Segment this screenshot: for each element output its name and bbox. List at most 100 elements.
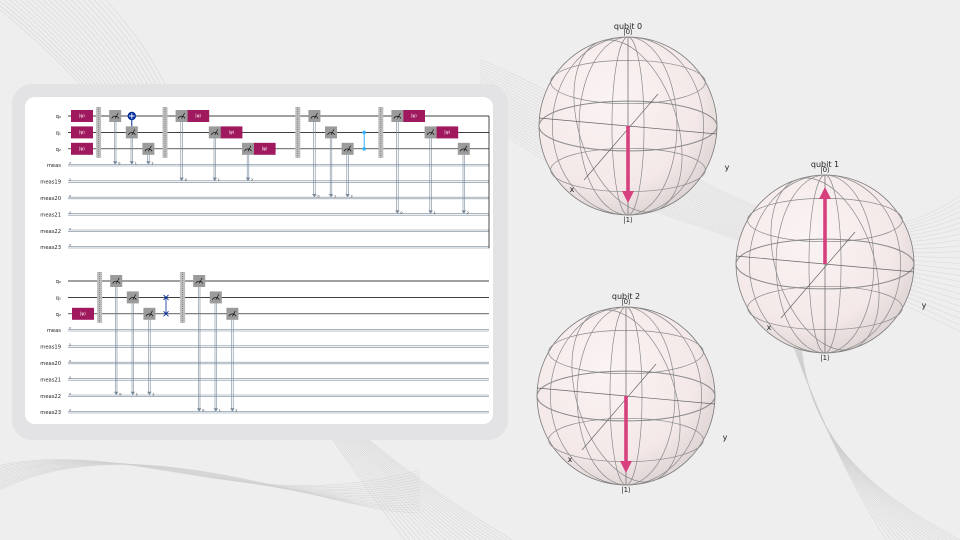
measure-arrow [113,161,118,165]
background-wave-line [0,459,421,488]
ket-zero-label: |0⟩ [623,28,633,36]
y-axis-label: y [725,163,730,172]
measure-meter-needle [215,294,220,301]
wire-label-0: q₀ [56,114,61,120]
wire-label-2: q₂ [56,312,61,318]
measure-meter-arc [211,132,219,136]
measure-bit-index: 0 [202,409,204,413]
measure-meter-arc [212,297,220,301]
barrier [162,107,168,158]
measure-arrow [147,391,152,396]
bloch-title: qubit 0 [614,22,642,31]
measure-meter-arc [129,297,137,301]
background-wave-line [0,464,421,511]
barrier [180,272,186,323]
barrier [378,107,384,158]
bloch-sphere-qubit-1: qubit 1|0⟩|1⟩xy [735,160,927,362]
wire-label-1: q₁ [56,130,61,136]
measure-arrow [146,161,151,165]
wire-label-8: meas23 [40,245,61,251]
measure-meter-needle [314,112,318,119]
measure-meter-needle [463,145,468,152]
state-vector-arrowhead [620,461,632,473]
measure-arrow [230,408,235,412]
classical-bit-count: 3 [69,375,71,379]
background-wave-line [0,459,421,486]
measure-arrow [114,391,119,396]
wire-label-3: meas [47,328,61,334]
classical-bit-count: 3 [69,194,71,198]
measure-bit-index: 2 [235,409,237,413]
background-wave-line [0,461,421,492]
classical-bit-count: 3 [69,343,71,347]
measure-meter-needle [397,112,401,119]
measure-bit-index: 2 [152,392,154,396]
measure-arrow [312,194,317,198]
measure-arrow [179,177,184,182]
measure-bit-index: 1 [219,409,221,413]
measure-arrow [130,391,135,396]
classical-bit-count: 3 [69,359,71,363]
measure-meter-needle [149,310,153,317]
measure-meter-needle [247,145,252,152]
measure-arrow [212,177,217,182]
measure-arrow [345,194,350,198]
ket-one-label: |1⟩ [623,216,633,224]
initialize-gate [71,126,93,139]
measure-meter-arc [177,115,186,119]
wire-label-4: meas19 [40,180,61,186]
initialize-gate-label: |ψ⟩ [80,311,86,316]
x-axis-label: x [767,323,772,332]
measure-meter-arc [426,132,435,136]
initialize-gate-label: |ψ⟩ [195,113,201,118]
background-wave-line [0,460,421,490]
initialize-gate [403,110,425,122]
background-wave-line [0,462,421,500]
measure-meter-arc [310,115,319,119]
circuit-panel: q₀ q₁ q₂ meas meas19 meas20 meas21 meas22 meas23… [12,84,508,440]
ket-one-label: |1⟩ [820,354,830,362]
initialize-gate-label: |ψ⟩ [411,113,417,118]
measure-meter-arc [111,115,119,119]
quantum-circuit-diagram: q₀ q₁ q₂ meas meas19 meas20 meas21 meas22 meas23… [40,107,490,416]
bloch-title: qubit 2 [612,292,640,301]
background-wave-line [0,461,421,493]
initialize-gate [72,307,94,320]
wire-label-5: meas20 [40,196,61,202]
measure-meter-needle [330,129,335,136]
circuit-canvas: q₀ q₁ q₂ meas meas19 meas20 meas21 meas22 meas23… [25,97,493,424]
background-wave-line [0,463,421,502]
initialize-gate [187,110,210,122]
measure-arrow [213,408,218,412]
measure-meter-arc [343,148,352,152]
measure-meter-arc [128,132,136,136]
classical-bit-count: 3 [69,392,71,396]
wire-label-7: meas22 [40,229,61,235]
ket-zero-label: |0⟩ [820,166,830,174]
measure-meter-needle [347,145,351,152]
wire-label-1: q₁ [56,295,61,301]
wire-label-8: meas23 [40,410,61,416]
classical-bit-count: 3 [69,178,71,182]
cz-dot [362,130,367,135]
initialize-gate [71,142,93,155]
measure-meter-needle [115,277,120,284]
measure-meter-arc [195,280,203,284]
ket-zero-label: |0⟩ [621,298,631,306]
wire-label-6: meas21 [40,377,61,383]
measure-meter-needle [148,145,152,152]
measure-meter-arc [327,132,335,136]
measure-meter-needle [132,294,137,301]
classical-bit-count: 3 [69,210,71,214]
swap-cross [163,294,169,301]
wire-label-7: meas22 [40,394,61,400]
x-axis-label: x [570,185,575,194]
measure-bit-index: 2 [151,162,153,166]
wire-label-5: meas20 [40,361,61,367]
bloch-title: qubit 1 [811,160,839,169]
measure-bit-index: 2 [467,211,469,215]
barrier [96,107,102,158]
measure-arrow [129,161,134,165]
y-axis-label: y [723,433,728,442]
initialize-gate [253,142,276,155]
